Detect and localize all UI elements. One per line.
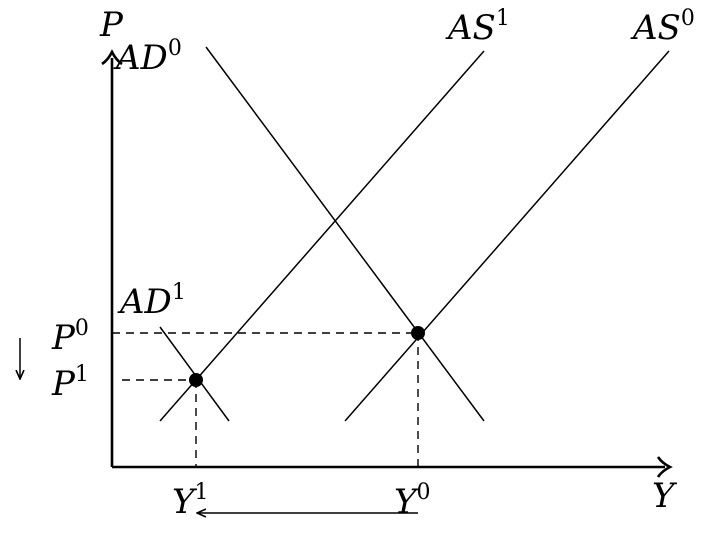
as1-curve (159, 50, 485, 422)
y-axis-label: P (99, 5, 124, 45)
ad0-label: AD0 (113, 36, 182, 78)
y1-label: Y1 (172, 480, 208, 522)
ad1-label: AD1 (117, 280, 186, 322)
as0-label: AS0 (630, 6, 695, 48)
y-axis-arrowhead (101, 49, 123, 66)
x-axis-label: Y (652, 476, 678, 516)
p0-label: P0 (51, 316, 89, 358)
equilibrium-point-0 (411, 326, 425, 340)
p1-label: P1 (51, 362, 89, 404)
as0-curve (344, 50, 670, 422)
ad0-curve (205, 46, 485, 422)
y0-label: Y0 (394, 480, 430, 522)
as1-label: AS1 (445, 6, 510, 48)
x-axis-arrowhead (656, 456, 673, 478)
equilibrium-point-1 (189, 373, 203, 387)
